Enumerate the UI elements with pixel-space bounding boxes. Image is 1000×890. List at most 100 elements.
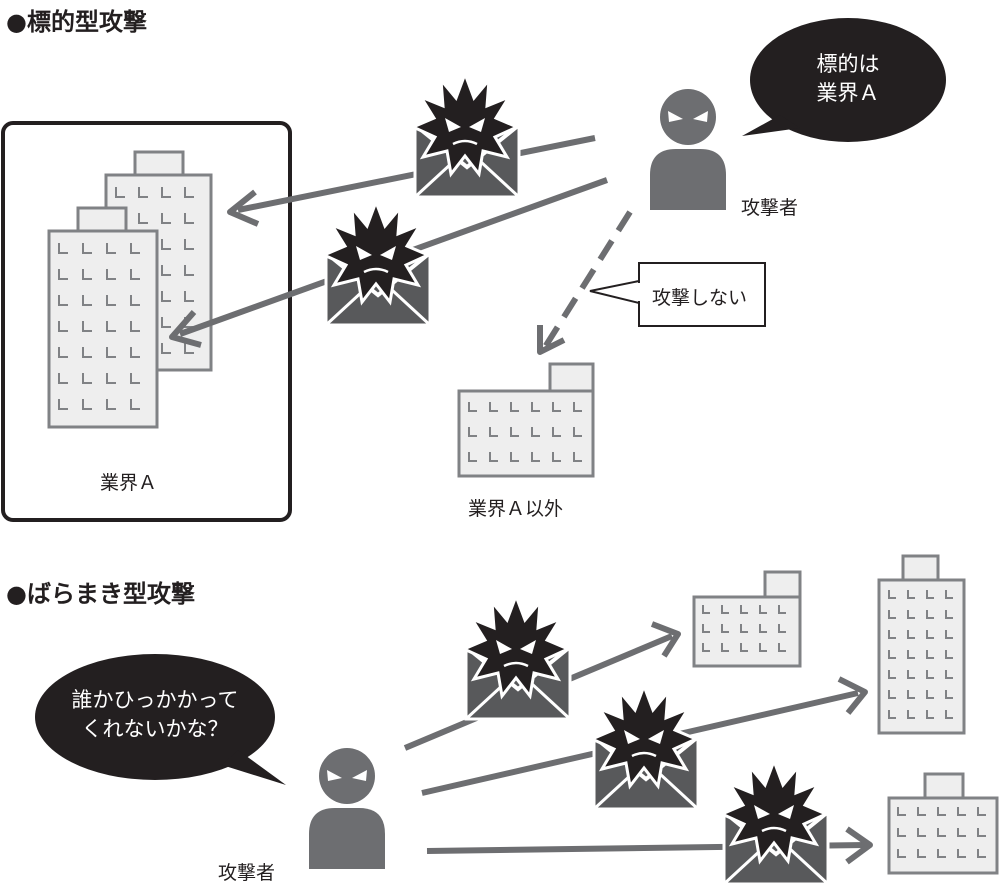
window-mark bbox=[907, 710, 915, 719]
window-mark bbox=[759, 605, 767, 614]
window-mark bbox=[778, 624, 786, 633]
window-mark bbox=[82, 347, 92, 358]
window-mark bbox=[740, 605, 748, 614]
malicious-mail-icon bbox=[411, 72, 521, 199]
window-mark bbox=[130, 399, 140, 410]
window-mark bbox=[907, 630, 915, 639]
window-mark bbox=[58, 243, 68, 254]
window-mark bbox=[926, 690, 934, 699]
building-icon bbox=[47, 206, 159, 429]
window-mark bbox=[937, 807, 946, 816]
window-mark bbox=[552, 452, 561, 462]
window-mark bbox=[907, 670, 915, 679]
bubble-line: 標的は bbox=[816, 52, 880, 76]
attacker-icon bbox=[309, 748, 385, 869]
window-mark bbox=[740, 643, 748, 652]
window-mark bbox=[161, 213, 171, 224]
window-mark bbox=[58, 321, 68, 332]
window-mark bbox=[510, 427, 519, 437]
window-mark bbox=[702, 643, 710, 652]
window-mark bbox=[106, 399, 116, 410]
malicious-mail-icon bbox=[590, 684, 700, 811]
window-mark bbox=[510, 452, 519, 462]
bubble-line: 誰かひっかかって bbox=[71, 688, 239, 712]
window-mark bbox=[161, 291, 171, 302]
window-mark bbox=[184, 239, 194, 250]
window-mark bbox=[106, 347, 116, 358]
attacker-label: 攻撃者 bbox=[218, 862, 276, 884]
window-mark bbox=[82, 243, 92, 254]
window-mark bbox=[888, 590, 896, 599]
window-mark bbox=[82, 269, 92, 280]
window-mark bbox=[130, 243, 140, 254]
window-mark bbox=[161, 187, 171, 198]
window-mark bbox=[907, 690, 915, 699]
window-mark bbox=[82, 373, 92, 384]
other-industry-label: 業界Ａ以外 bbox=[468, 498, 564, 520]
callout-label: 攻撃しない bbox=[652, 287, 748, 309]
window-mark bbox=[897, 849, 906, 858]
window-mark bbox=[184, 265, 194, 276]
window-mark bbox=[552, 427, 561, 437]
window-mark bbox=[888, 710, 896, 719]
window-mark bbox=[115, 187, 125, 198]
window-mark bbox=[945, 610, 953, 619]
window-mark bbox=[957, 807, 966, 816]
window-mark bbox=[945, 710, 953, 719]
window-mark bbox=[573, 427, 582, 437]
window-mark bbox=[945, 670, 953, 679]
window-mark bbox=[778, 605, 786, 614]
speech-bubble bbox=[35, 654, 286, 785]
malicious-mail-icon bbox=[720, 759, 830, 886]
window-mark bbox=[778, 643, 786, 652]
window-mark bbox=[510, 402, 519, 412]
window-mark bbox=[937, 849, 946, 858]
speech-bubble bbox=[742, 18, 946, 142]
building-icon bbox=[457, 362, 595, 478]
window-mark bbox=[130, 321, 140, 332]
window-mark bbox=[888, 630, 896, 639]
building-icon bbox=[692, 570, 802, 668]
window-mark bbox=[468, 427, 477, 437]
window-mark bbox=[106, 373, 116, 384]
window-mark bbox=[184, 213, 194, 224]
window-mark bbox=[106, 243, 116, 254]
window-mark bbox=[531, 402, 540, 412]
window-mark bbox=[138, 213, 148, 224]
window-mark bbox=[138, 187, 148, 198]
scattered-attack-heading: ●ばらまき型攻撃 bbox=[6, 580, 195, 608]
window-mark bbox=[926, 710, 934, 719]
industry-a-label: 業界Ａ bbox=[100, 472, 158, 494]
window-mark bbox=[531, 452, 540, 462]
bubble-line: くれないかな？ bbox=[81, 717, 229, 741]
window-mark bbox=[926, 670, 934, 679]
window-mark bbox=[917, 828, 926, 837]
window-mark bbox=[106, 269, 116, 280]
malicious-mail-icon bbox=[462, 594, 572, 721]
window-mark bbox=[945, 630, 953, 639]
window-mark bbox=[926, 650, 934, 659]
window-mark bbox=[130, 373, 140, 384]
window-mark bbox=[721, 624, 729, 633]
window-mark bbox=[957, 849, 966, 858]
window-mark bbox=[977, 807, 986, 816]
window-mark bbox=[977, 849, 986, 858]
window-mark bbox=[888, 610, 896, 619]
building-icon bbox=[877, 554, 966, 735]
window-mark bbox=[888, 690, 896, 699]
attacker-label: 攻撃者 bbox=[741, 197, 799, 219]
window-mark bbox=[945, 650, 953, 659]
targeted-attack-heading: ●標的型攻撃 bbox=[6, 8, 147, 36]
window-mark bbox=[888, 650, 896, 659]
window-mark bbox=[489, 402, 498, 412]
window-mark bbox=[937, 828, 946, 837]
window-mark bbox=[161, 265, 171, 276]
window-mark bbox=[917, 849, 926, 858]
window-mark bbox=[888, 670, 896, 679]
window-mark bbox=[489, 427, 498, 437]
window-mark bbox=[573, 452, 582, 462]
window-mark bbox=[58, 269, 68, 280]
scattered-bubble-text: 誰かひっかかって くれないかな？ bbox=[50, 686, 260, 744]
window-mark bbox=[82, 399, 92, 410]
